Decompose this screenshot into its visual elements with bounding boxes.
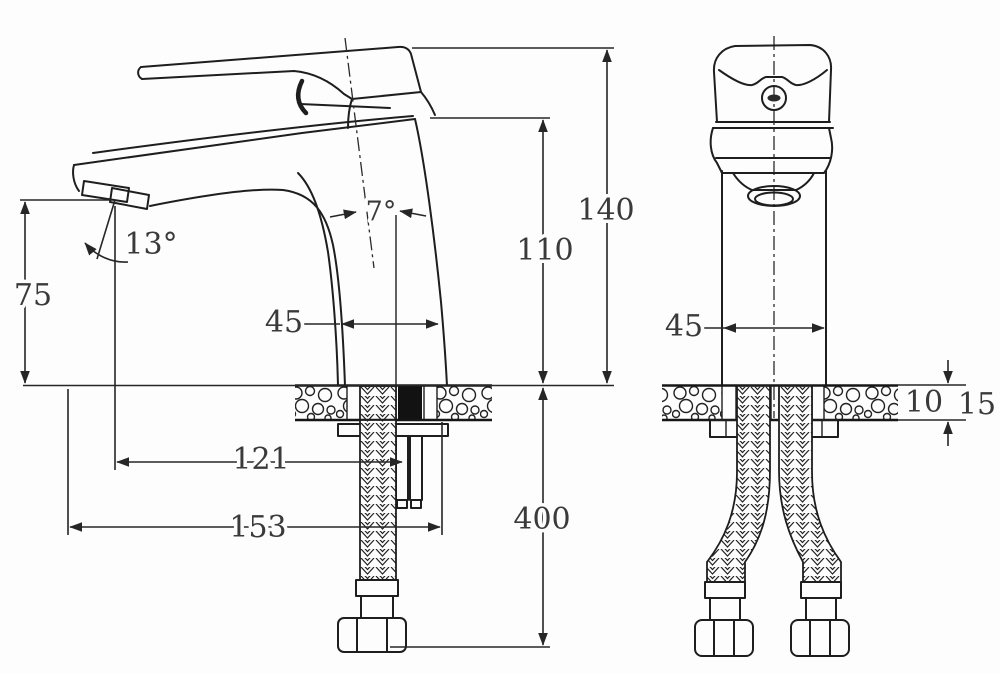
countertop-hatch-left — [295, 386, 347, 420]
faucet-body — [72, 115, 448, 387]
hose-collar-tube — [360, 595, 394, 619]
dim-45-side-label: 45 — [265, 305, 303, 340]
handle-indicator-button — [761, 85, 787, 111]
spout-neck-front — [732, 172, 815, 191]
handle-cap-inner-edge — [718, 69, 828, 87]
body-axis-centerline — [344, 37, 375, 269]
dim-15-label: 15 — [958, 387, 996, 422]
aerator-ring-inner — [754, 191, 794, 207]
lever-handle — [137, 45, 422, 116]
angle-7-label: 7° — [366, 197, 397, 228]
hose-right-nut-facets — [809, 619, 831, 657]
hose-right-nut — [790, 619, 850, 657]
body-column-edges — [721, 170, 827, 386]
hose-nut-facets — [356, 617, 388, 653]
angle-13-label: 13° — [124, 227, 177, 262]
body-shoulder — [709, 127, 834, 174]
hose-right-tube — [805, 597, 837, 621]
stud-foot-2 — [410, 499, 422, 509]
hose-left-nut — [694, 619, 754, 657]
angle-13-slant-line — [96, 199, 116, 260]
handle-blade-bottom-edge — [141, 70, 353, 100]
dimension-lines — [20, 47, 966, 648]
dim-75-label: 75 — [14, 278, 52, 313]
handle-front-curve — [296, 78, 309, 116]
cartridge-top-edge — [351, 91, 422, 100]
dim-153-label: 153 — [229, 510, 286, 545]
deck-cross-section-side — [295, 384, 492, 422]
mounting-stud-2 — [409, 435, 423, 501]
lever-handle-front — [712, 44, 834, 129]
spout-top-edge-front — [73, 118, 416, 166]
stud-foot-1 — [396, 499, 408, 509]
handle-cap-base-lines — [712, 121, 834, 129]
hose-in-deck — [359, 385, 397, 421]
body-left-inner-edge — [297, 172, 339, 387]
hose-left-collar — [704, 581, 746, 599]
handle-blade-tip — [137, 66, 143, 80]
aerator-housing — [81, 180, 130, 203]
spout-front-face — [72, 164, 80, 192]
hose-nut — [337, 617, 407, 653]
dim-110-label: 110 — [516, 233, 573, 268]
body-front — [709, 127, 834, 386]
countertop-hatch-right — [437, 386, 492, 420]
threaded-shank — [398, 386, 422, 420]
supply-hose-side — [337, 419, 407, 653]
dim-121-label: 121 — [232, 442, 289, 477]
cartridge-left-edge — [347, 98, 353, 129]
supply-hoses-front — [694, 385, 850, 657]
side-view — [72, 37, 492, 653]
spout-top-edge-rear — [92, 115, 414, 154]
hose-right-collar — [800, 581, 842, 599]
shank-tube-walls — [346, 386, 438, 420]
handle-blade-top-edge — [140, 45, 422, 93]
aerator-tip — [109, 187, 150, 210]
body-left-outer-edge — [149, 188, 346, 387]
dim-10-label: 10 — [905, 385, 943, 420]
angle-13-arc — [84, 242, 129, 263]
mounting-stud-1 — [395, 435, 409, 501]
ext-lines-153 — [67, 389, 443, 535]
front-view — [662, 36, 898, 657]
dim-45-front-label: 45 — [665, 309, 703, 344]
mounting-tab-details — [725, 420, 823, 437]
cartridge-right-edge — [420, 91, 436, 116]
dim-400-label: 400 — [513, 502, 570, 537]
angle-7-leader-right — [399, 208, 427, 219]
hose-left-nut-facets — [713, 619, 735, 657]
handle-cap-outline — [712, 44, 833, 123]
dim-140-label: 140 — [577, 193, 634, 228]
hose-left-tube — [709, 597, 741, 621]
dimension-labels: 75 140 110 400 121 153 45 45 10 15 7° 13… — [10, 190, 999, 549]
cartridge-housing — [299, 91, 436, 129]
handle-indicator-slot — [767, 94, 781, 102]
hose-braid — [359, 419, 397, 581]
cartridge-bottom-front-edge — [299, 103, 391, 109]
ext-lines-10-15 — [898, 384, 966, 421]
angle-7-leader-left — [329, 209, 357, 220]
hose-collar-ring — [355, 579, 399, 597]
body-right-edge — [414, 118, 448, 387]
countertop-hatch-right — [824, 386, 898, 420]
countertop-hatch-left — [662, 386, 722, 420]
